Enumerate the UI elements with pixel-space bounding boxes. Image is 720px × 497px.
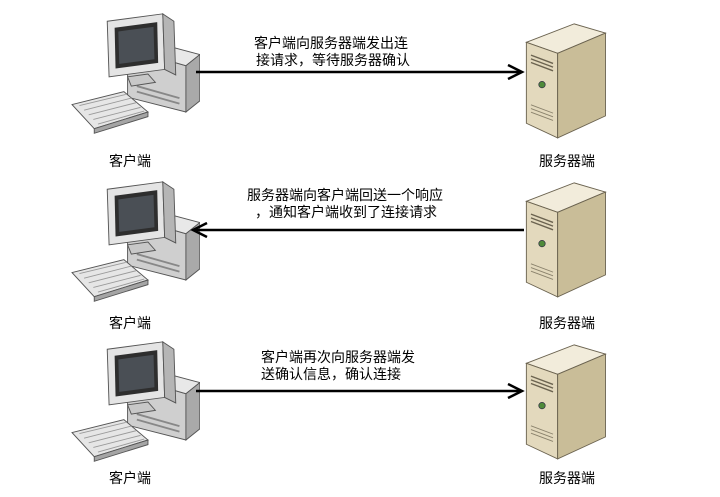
server-label-2: 服务器端 [539, 316, 595, 332]
server-label-1: 服务器端 [539, 154, 595, 170]
server-3 [519, 340, 611, 462]
arrow-server-to-client [190, 222, 524, 238]
message-2-line-1: 服务器端向客户端回送一个响应 [247, 188, 443, 204]
client-computer-2 [70, 180, 200, 305]
client-computer-3 [70, 340, 200, 465]
server-1 [519, 19, 611, 141]
client-computer-1 [70, 12, 200, 137]
desktop-computer-icon [70, 180, 200, 305]
client-label-3: 客户端 [109, 471, 151, 487]
desktop-computer-icon [70, 340, 200, 465]
server-label-3: 服务器端 [539, 471, 595, 487]
message-3-line-2: 送确认信息，确认连接 [261, 367, 401, 383]
message-2-line-2: ，通知客户端收到了连接请求 [255, 205, 437, 221]
message-1-line-2: 接请求，等待服务器确认 [256, 53, 410, 69]
tower-server-icon [519, 19, 611, 141]
desktop-computer-icon [70, 12, 200, 137]
message-3-line-1: 客户端再次向服务器端发 [261, 350, 415, 366]
message-1-line-1: 客户端向服务器端发出连 [254, 36, 408, 52]
message-1: 客户端向服务器端发出连 接请求，等待服务器确认 [254, 36, 410, 70]
message-2: 服务器端向客户端回送一个响应 ，通知客户端收到了连接请求 [247, 188, 443, 222]
server-2 [519, 178, 611, 300]
tower-server-icon [519, 340, 611, 462]
arrow-client-to-server-1 [196, 64, 525, 80]
client-label-1: 客户端 [109, 154, 151, 170]
tower-server-icon [519, 178, 611, 300]
message-3: 客户端再次向服务器端发 送确认信息，确认连接 [261, 350, 415, 384]
arrow-client-to-server-2 [196, 383, 525, 399]
client-label-2: 客户端 [109, 316, 151, 332]
